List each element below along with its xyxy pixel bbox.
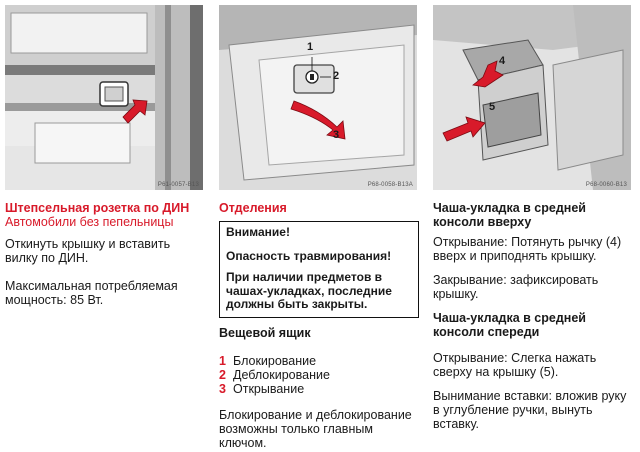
paragraph: Блокирование и деблокирование возможны т… <box>219 407 412 450</box>
warning-box: Внимание! Опасность травмирования! При н… <box>219 221 419 318</box>
item-number: 3 <box>219 381 226 396</box>
callout-2: 2 <box>333 70 340 82</box>
item-number: 1 <box>219 353 226 368</box>
column-compartments: Отделения Внимание! Опасность травмирова… <box>219 201 419 450</box>
callout-1: 1 <box>307 41 314 53</box>
figure-console: 4 5 P68-0060-B13 <box>433 5 631 190</box>
paragraph: Вынимание вставки: вложив руку в углубле… <box>433 389 627 431</box>
paragraph: Закрывание: зафиксировать крышку. <box>433 273 599 301</box>
list-item: 2 Деблокирование <box>219 368 419 382</box>
section-title: Отделения <box>219 201 287 215</box>
callout-5: 5 <box>489 101 496 113</box>
subsection-title: Чаша-укладка в средней консоли спереди <box>433 311 586 339</box>
warning-danger: Опасность травмирования! <box>226 248 392 263</box>
callout-3: 3 <box>333 129 340 141</box>
figure-code: P68-0060-B13 <box>585 182 627 188</box>
column-socket: Штепсельная розетка по ДИН Автомобили бе… <box>5 201 205 307</box>
paragraph: Откинуть крышку и вставить вилку по ДИН. <box>5 237 171 265</box>
warning-heading: Внимание! <box>226 225 290 239</box>
figure-code: P61-0057-B13 <box>157 182 199 188</box>
item-number: 2 <box>219 367 226 382</box>
callout-4: 4 <box>499 55 506 67</box>
figure-glovebox: 1 2 3 P68-0058-B13A <box>219 5 417 190</box>
figure-code: P68-0058-B13A <box>367 182 413 188</box>
section-title: Штепсельная розетка по ДИН <box>5 201 190 215</box>
paragraph: Открывание: Слегка нажать сверху на крыш… <box>433 351 597 379</box>
subsection-title: Чаша-укладка в средней консоли вверху <box>433 201 586 229</box>
numbered-list: 1 Блокирование 2 Деблокирование 3 Открыв… <box>219 354 419 396</box>
paragraph: Максимальная потребляемая мощность: 85 В… <box>5 279 178 307</box>
column-console: Чаша-укладка в средней консоли вверху От… <box>433 201 633 431</box>
subsection-title: Вещевой ящик <box>219 325 311 340</box>
warning-text: При наличии предметов в чашах-укладках, … <box>226 270 392 311</box>
paragraph: Открывание: Потянуть рычку (4) вверх и п… <box>433 235 622 263</box>
item-label: Блокирование <box>233 353 317 368</box>
glovebox-illustration <box>219 5 417 190</box>
figure-socket: P61-0057-B13 <box>5 5 203 190</box>
item-label: Деблокирование <box>233 367 330 382</box>
list-item: 1 Блокирование <box>219 354 419 368</box>
section-subtitle: Автомобили без пепельницы <box>5 215 174 229</box>
console-illustration <box>433 5 631 190</box>
list-item: 3 Открывание <box>219 382 419 396</box>
socket-illustration <box>5 5 203 190</box>
item-label: Открывание <box>233 381 305 396</box>
